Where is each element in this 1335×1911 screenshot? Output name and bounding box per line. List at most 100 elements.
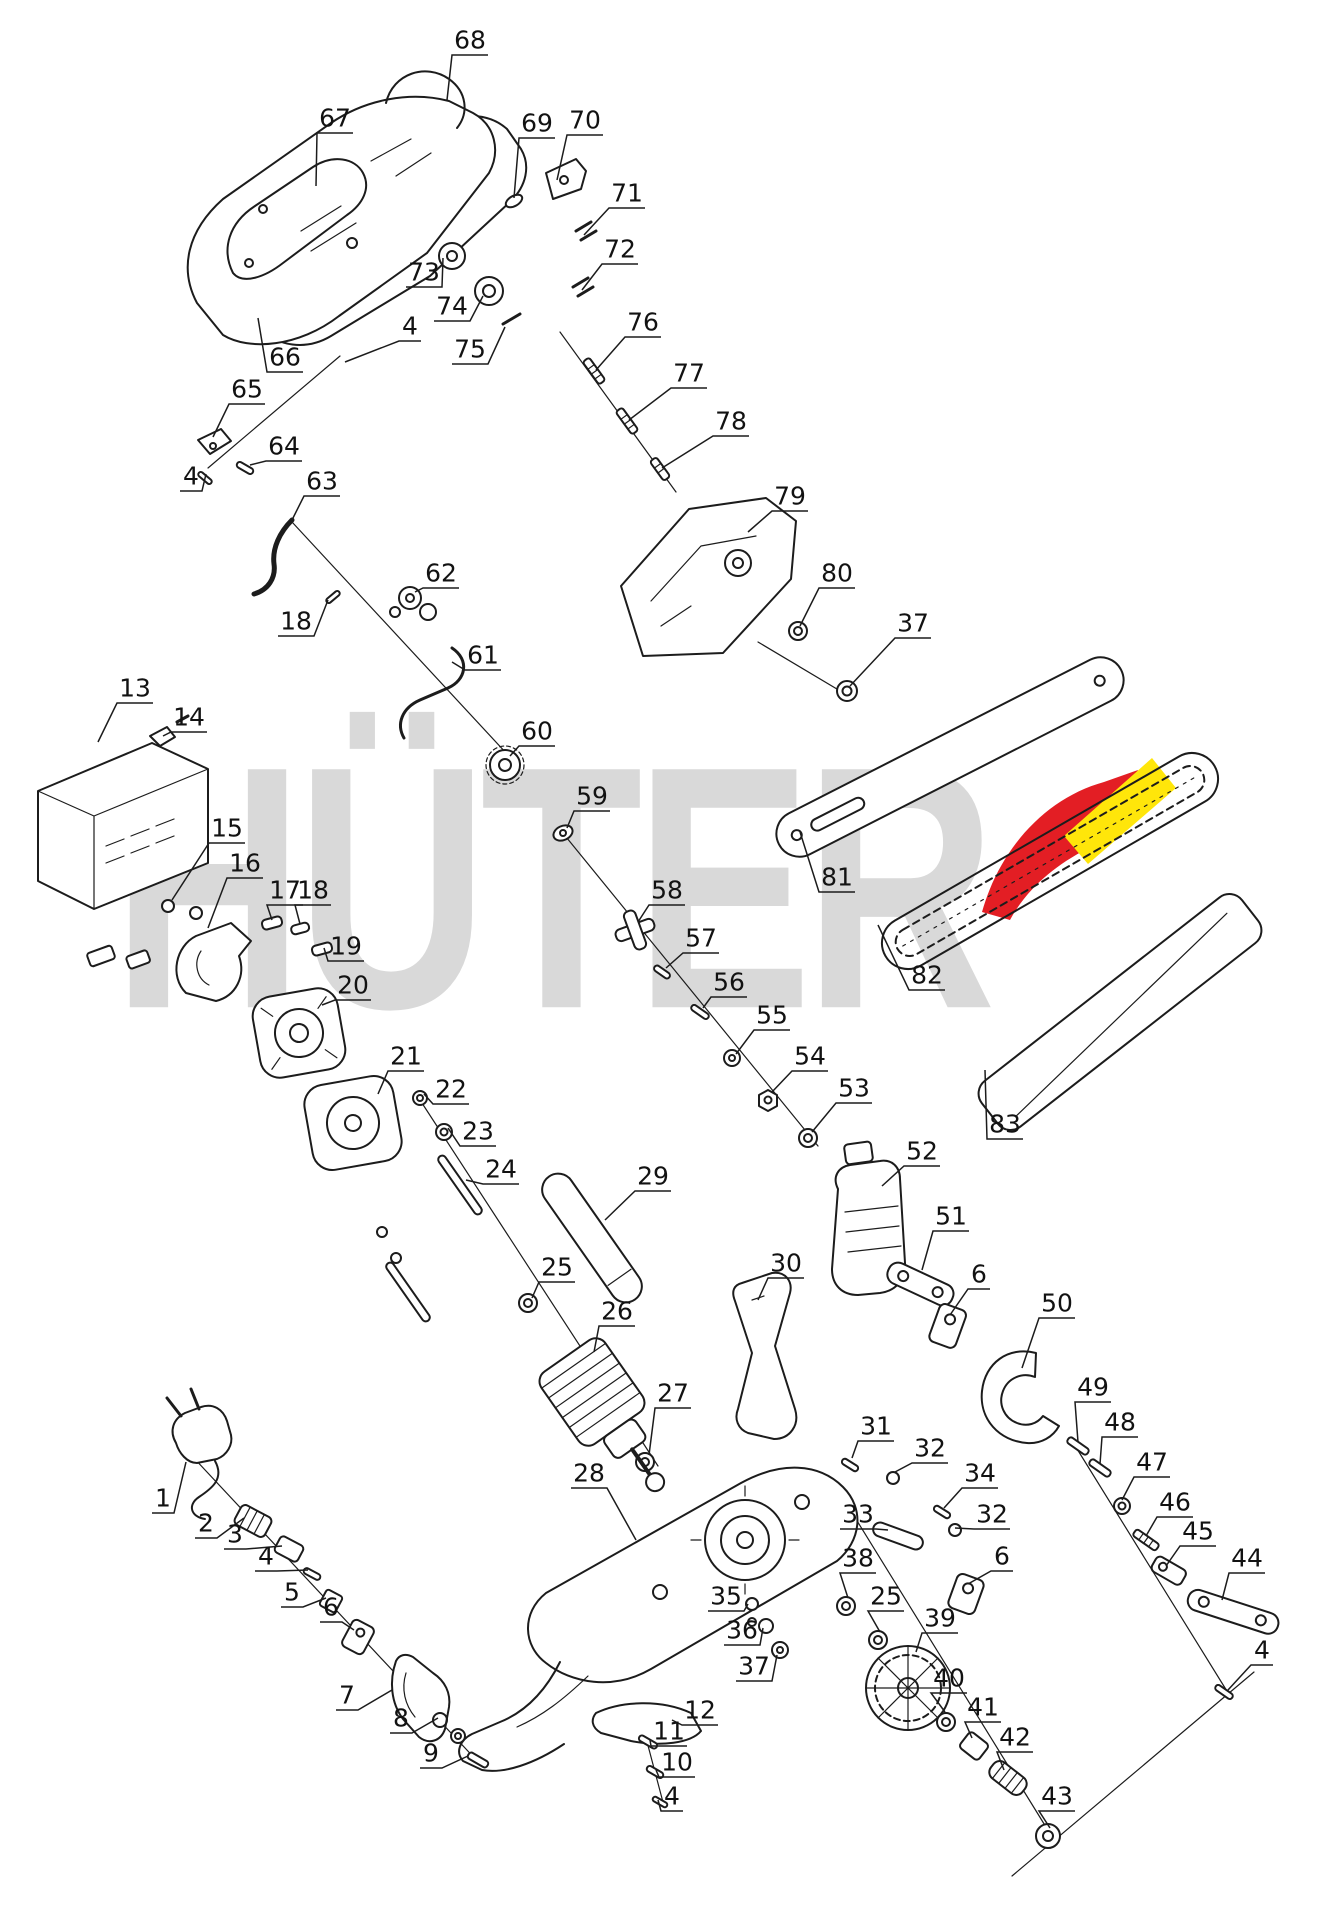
leader-line-1 [152,1461,187,1514]
screws-76-78-drawing [582,357,671,481]
leader-line-42 [995,1751,1033,1771]
drive-parts-35-43-drawing [745,1596,1061,1849]
leader-line-49 [1074,1401,1111,1443]
oil-tank-52-drawing [831,1140,907,1296]
leader-line-47 [1121,1476,1170,1501]
leader-line-45 [1165,1545,1216,1567]
leader-line-5 [281,1597,327,1608]
leader-line-25 [866,1610,904,1633]
leader-line-75 [452,326,506,365]
leader-line-6 [320,1621,355,1631]
leader-line-43 [1037,1810,1075,1829]
leader-line-29 [604,1190,671,1221]
leader-line-8 [390,1717,439,1734]
leader-line-4 [255,1569,309,1572]
left-small-parts-2-6-drawing [233,1504,375,1656]
leader-line-66 [257,317,303,373]
leader-line-14 [162,731,207,737]
leader-line-83 [984,1069,1023,1140]
fan-housing-21-drawing [303,1075,403,1171]
huter-logo-mark [982,758,1176,920]
leader-line-4 [657,1799,683,1812]
front-handle-30-drawing [732,1271,798,1440]
guide-bar-81-drawing [775,656,1125,858]
leader-line-33 [840,1528,889,1531]
leader-line-76 [595,336,661,371]
leader-line-10 [655,1769,695,1778]
leader-line-15 [171,842,245,901]
side-cover-79-drawing [620,497,797,657]
leader-line-18 [278,599,329,637]
leader-line-4 [180,473,207,492]
armature-26-drawing [538,1337,666,1493]
leader-line-44 [1221,1572,1265,1601]
leader-line-7 [336,1689,393,1711]
battery-pack-13-drawing [37,742,209,910]
leader-line-72 [581,263,638,291]
leader-line-74 [434,295,484,322]
leader-line-77 [628,387,707,421]
leader-line-18 [294,904,331,925]
leader-line-69 [513,137,555,199]
leader-line-51 [921,1230,969,1271]
leader-line-30 [757,1277,804,1301]
parts-59-63-drawing [251,517,574,842]
motor-cover-20-drawing [251,987,347,1079]
leader-line-12 [671,1719,718,1726]
leader-line-26 [593,1325,635,1353]
leader-line-68 [446,54,488,101]
leader-line-71 [583,207,645,236]
leader-line-41 [963,1721,1001,1739]
leader-line-17 [265,904,303,921]
leader-line-20 [321,999,371,1006]
top-handle-assembly-drawing [186,70,528,346]
leader-line-50 [1021,1317,1075,1369]
leader-lines-layer [97,54,1273,1829]
leader-line-4 [344,340,421,363]
leader-line-19 [323,947,364,962]
power-cord-1-drawing [165,1387,233,1520]
leader-line-81 [799,831,855,893]
leader-line-2 [195,1517,245,1539]
leader-line-11 [649,1739,687,1747]
leader-line-32 [954,1527,1010,1530]
tube-29-drawing [541,1172,643,1304]
right-small-parts-44-49-drawing [1066,1436,1280,1701]
leader-line-59 [566,810,610,829]
leader-line-3 [224,1545,283,1550]
bottom-lever-10-12-drawing [591,1702,702,1809]
leader-line-70 [556,134,603,181]
clamp-parts-50-51-6-drawing [886,1261,1060,1445]
leader-line-73 [406,257,444,288]
leader-line-24 [465,1179,519,1185]
leader-line-16 [207,877,263,929]
leader-line-46 [1145,1516,1193,1537]
leader-line-62 [414,587,459,593]
leader-line-52 [881,1165,940,1187]
leader-line-63 [291,495,340,521]
leader-line-79 [747,510,808,533]
leader-line-55 [735,1029,790,1055]
leader-line-37 [736,1654,778,1682]
brake-lever-7-9-drawing [390,1653,490,1769]
leader-line-27 [648,1407,691,1456]
leader-line-54 [771,1070,828,1093]
leader-line-37 [849,637,931,687]
leader-line-65 [212,403,265,438]
leader-line-32 [894,1462,948,1473]
leader-line-21 [377,1070,424,1095]
leader-line-39 [915,1632,958,1653]
leader-line-58 [637,904,685,923]
leader-line-64 [249,460,302,466]
leader-line-35 [708,1603,749,1612]
leader-line-56 [702,996,747,1009]
leader-line-13 [97,702,153,743]
leader-line-82 [877,924,945,991]
leader-line-34 [943,1487,998,1509]
leader-line-60 [509,745,555,757]
leader-line-36 [724,1627,764,1646]
main-housing-28-drawing [458,1466,859,1772]
leader-line-61 [451,661,501,671]
